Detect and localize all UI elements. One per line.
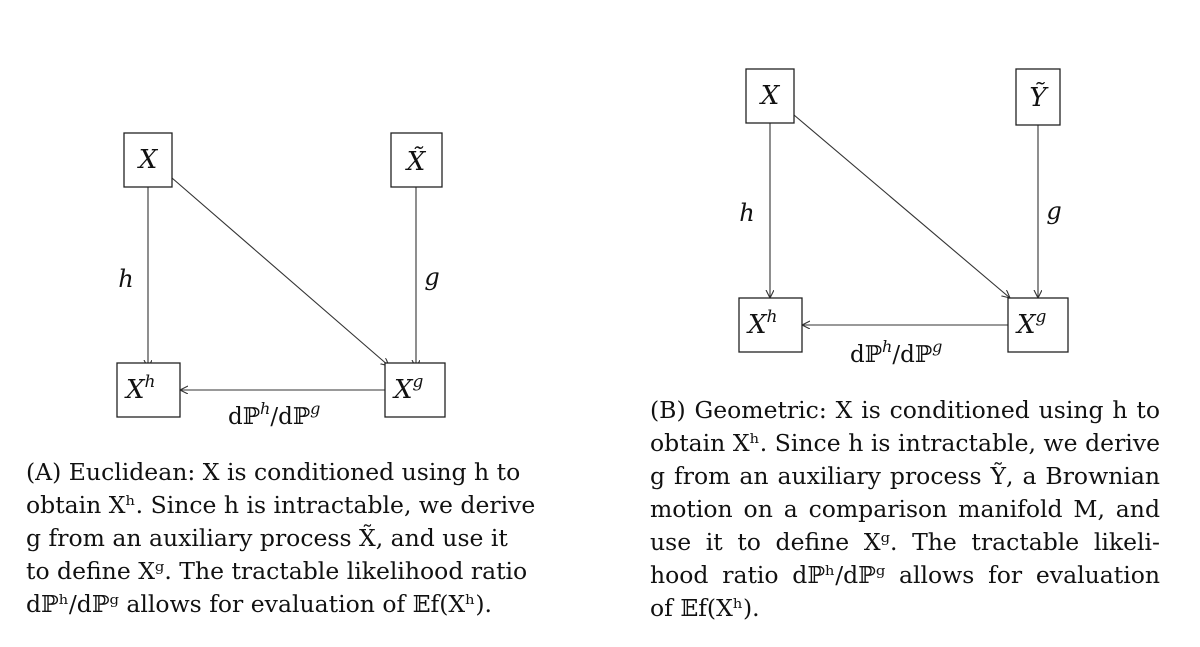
caption-a: (A) Euclidean: X is conditioned using h … xyxy=(26,456,566,621)
node-y-tilde xyxy=(1015,68,1061,126)
node-xh xyxy=(738,297,803,353)
node-x xyxy=(123,132,173,188)
caption-b-line-7: of 𝔼f(Xʰ). xyxy=(650,594,760,622)
node-xg-label: Xg xyxy=(1015,307,1047,340)
node-x-label: X xyxy=(137,145,159,175)
node-x-tilde xyxy=(390,132,443,188)
diagram-b: X Ỹ Xh Xg h g dℙh/dℙg xyxy=(738,68,1069,368)
caption-b-tag: (B) xyxy=(650,396,686,424)
node-xg xyxy=(384,362,446,418)
edge-likelihood-label: dℙh/dℙg xyxy=(850,337,942,368)
edge-likelihood-label: dℙh/dℙg xyxy=(228,399,320,430)
caption-a-line-2: obtain Xʰ. Since h is intractable, we de… xyxy=(26,491,536,519)
node-xg-label: Xg xyxy=(392,372,424,405)
caption-a-line-1: (A) Euclidean: X is conditioned using h … xyxy=(26,458,521,486)
node-y-tilde-label: Ỹ xyxy=(1029,81,1049,113)
edge-h-label: h xyxy=(118,265,133,293)
caption-b-line-4: motion on a comparison manifold M, and xyxy=(650,495,1160,523)
caption-a-line-5: dℙʰ/dℙᵍ allows for evaluation of 𝔼f(Xʰ). xyxy=(26,590,492,618)
edge-g-label: g xyxy=(1046,197,1061,225)
node-xh xyxy=(116,362,181,418)
edge-g-label: g xyxy=(424,263,439,291)
node-xh-label: Xh xyxy=(746,307,777,340)
node-xh-label: Xh xyxy=(124,372,155,405)
panel-b-geometric: X Ỹ Xh Xg h g dℙh/dℙg (B) Geometric: X i… xyxy=(600,0,1200,647)
node-x-label: X xyxy=(759,81,781,111)
caption-b-line-6: hood ratio dℙʰ/dℙᵍ allows for evaluation xyxy=(650,561,1160,589)
caption-a-line-4: to define Xᵍ. The tractable likelihood r… xyxy=(26,557,528,585)
caption-b-line-5: use it to define Xᵍ. The tractable likel… xyxy=(650,528,1160,556)
node-xg xyxy=(1007,297,1069,353)
caption-a-line-3: g from an auxiliary process X̃, and use … xyxy=(26,524,508,552)
node-x-tilde-label: X̃ xyxy=(405,146,427,177)
caption-b: (B) Geometric: X is conditioned using h … xyxy=(650,394,1160,625)
diagram-a: X X̃ Xh Xg h g dℙh/dℙg xyxy=(116,132,446,430)
edge-h-label: h xyxy=(739,199,754,227)
panel-a-euclidean: X X̃ Xh Xg h g dℙh/dℙg (A) Euclidean: X … xyxy=(26,132,566,621)
node-x xyxy=(745,68,795,124)
caption-b-line-2: obtain Xʰ. Since h is intractable, we de… xyxy=(650,429,1160,457)
caption-b-line-3: g from an auxiliary process Ỹ, a Brownia… xyxy=(650,462,1160,490)
caption-a-tag: (A) xyxy=(26,458,62,486)
caption-b-line-1: (B) Geometric: X is conditioned using h … xyxy=(650,396,1160,424)
edge-diagonal xyxy=(793,114,1010,298)
edge-diagonal xyxy=(171,177,389,366)
